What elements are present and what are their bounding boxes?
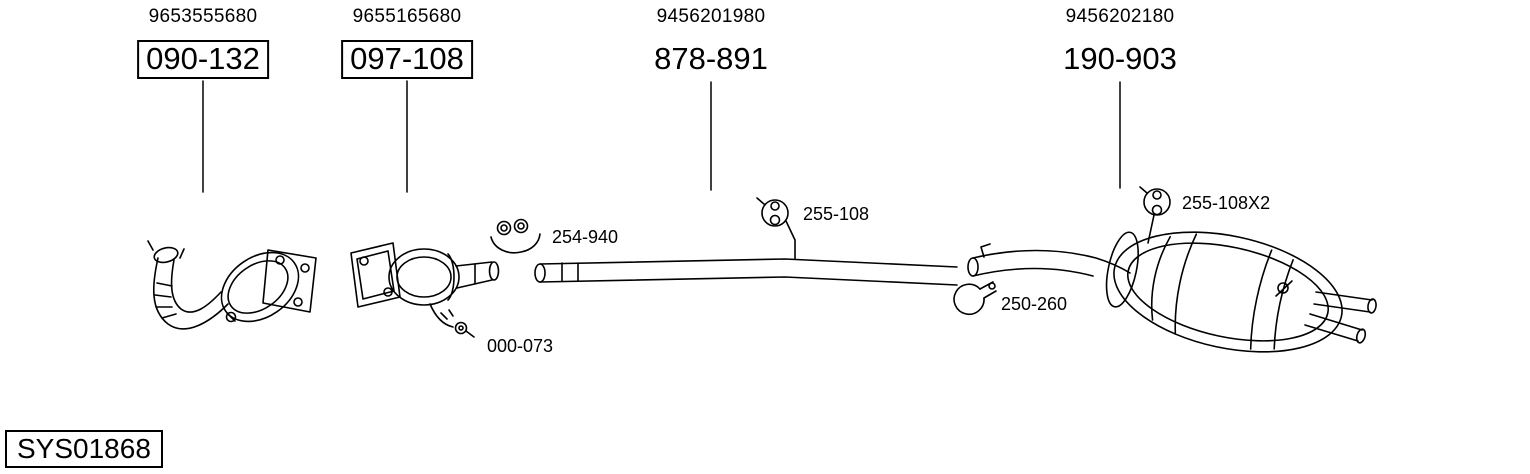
middle-pipe-drawing — [534, 220, 958, 286]
oem-number-4: 9456202180 — [1065, 6, 1175, 27]
oxygen-sensor-wire — [429, 303, 454, 328]
oem-number-1: 9653555680 — [148, 6, 258, 27]
label-hanger-255-108x2: 255-108X2 — [1182, 193, 1271, 213]
catalytic-converter-drawing — [350, 242, 500, 338]
label-clamp-250-260: 250-260 — [1001, 294, 1068, 314]
part-number-catalyst: 097-108 — [341, 40, 473, 79]
clamp-250-260-icon — [953, 281, 997, 316]
label-clamp-254-940: 254-940 — [552, 227, 619, 247]
part-number-middle-pipe: 878-891 — [654, 41, 768, 76]
leader-lines — [202, 80, 1121, 193]
oem-number-3: 9456201980 — [656, 6, 766, 27]
system-id: SYS01868 — [5, 430, 163, 469]
clamp-254-940-icon — [490, 218, 541, 254]
part-number-rear-muffler: 190-903 — [1063, 41, 1177, 76]
oem-number-2: 9655165680 — [352, 6, 462, 27]
front-pipe-drawing — [147, 240, 317, 330]
label-hanger-255-108: 255-108 — [803, 204, 870, 224]
part-number-front-pipe: 090-132 — [137, 40, 269, 79]
hanger-255-108x2-icon — [1139, 186, 1171, 244]
hanger-255-108-icon — [756, 197, 789, 227]
rear-muffler-drawing — [967, 231, 1377, 353]
label-sensor-000-073: 000-073 — [487, 336, 554, 356]
